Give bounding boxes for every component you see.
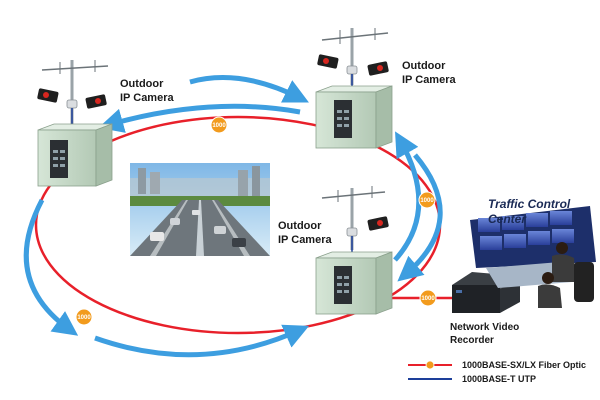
ring-arrow-bottom [94, 324, 310, 358]
dome-camera-icon [346, 227, 358, 237]
camera-label-left: Outdoor IP Camera [120, 78, 174, 106]
camera-label-line1: Outdoor [402, 60, 446, 72]
speed-badge: 1000 [419, 289, 437, 307]
badge-text: 1000 [421, 296, 435, 302]
camera-label-bottom: Outdoor IP Camera [278, 220, 332, 248]
ring-arrow-right-inner [393, 131, 422, 262]
nvr-label-line2: Recorder [450, 334, 494, 346]
legend-utp-label: 1000BASE-T UTP [462, 374, 537, 384]
camera-icon [37, 88, 59, 103]
ring-arrow-right [397, 153, 443, 282]
ring-arrow-top-left [98, 103, 301, 133]
badge-text: 1000 [420, 198, 434, 204]
camera-icon [85, 94, 107, 109]
dome-camera-icon [66, 99, 78, 109]
camera-station-bottom [315, 186, 393, 315]
operator-figure [538, 272, 562, 308]
dome-camera-icon [346, 65, 358, 75]
ring-arrow-left [23, 198, 79, 336]
legend-fiber-label: 1000BASE-SX/LX Fiber Optic [462, 360, 587, 370]
camera-icon [367, 61, 389, 76]
speed-badge: 1000 [418, 191, 436, 209]
nvr-label-line1: Network Video [450, 322, 520, 333]
camera-icon [317, 54, 339, 69]
switch-icon [50, 140, 68, 178]
camera-label-line1: Outdoor [120, 78, 164, 90]
camera-icon [367, 216, 389, 231]
badge-text: 1000 [212, 123, 226, 129]
switch-icon [334, 100, 352, 138]
speed-badge: 1000 [210, 116, 228, 134]
camera-label-line2: IP Camera [278, 233, 332, 246]
badge-text: 1000 [77, 315, 91, 321]
camera-station-left [37, 60, 113, 187]
legend-fiber-swatch [408, 360, 452, 370]
ring-arrow-top [189, 75, 309, 103]
camera-label-line2: IP Camera [402, 73, 456, 86]
nvr-label: Network Video Recorder [450, 322, 519, 347]
control-center-scene [470, 206, 596, 308]
camera-label-line2: IP Camera [120, 91, 174, 104]
highway-photo [130, 163, 270, 256]
camera-label-top: Outdoor IP Camera [402, 60, 456, 88]
traffic-control-center-label: Traffic Control Center [488, 197, 571, 226]
switch-icon [334, 266, 352, 304]
operator-figure [552, 242, 576, 282]
camera-label-line1: Outdoor [278, 220, 322, 232]
camera-station-top [315, 28, 393, 149]
speed-badge: 1000 [75, 308, 93, 326]
